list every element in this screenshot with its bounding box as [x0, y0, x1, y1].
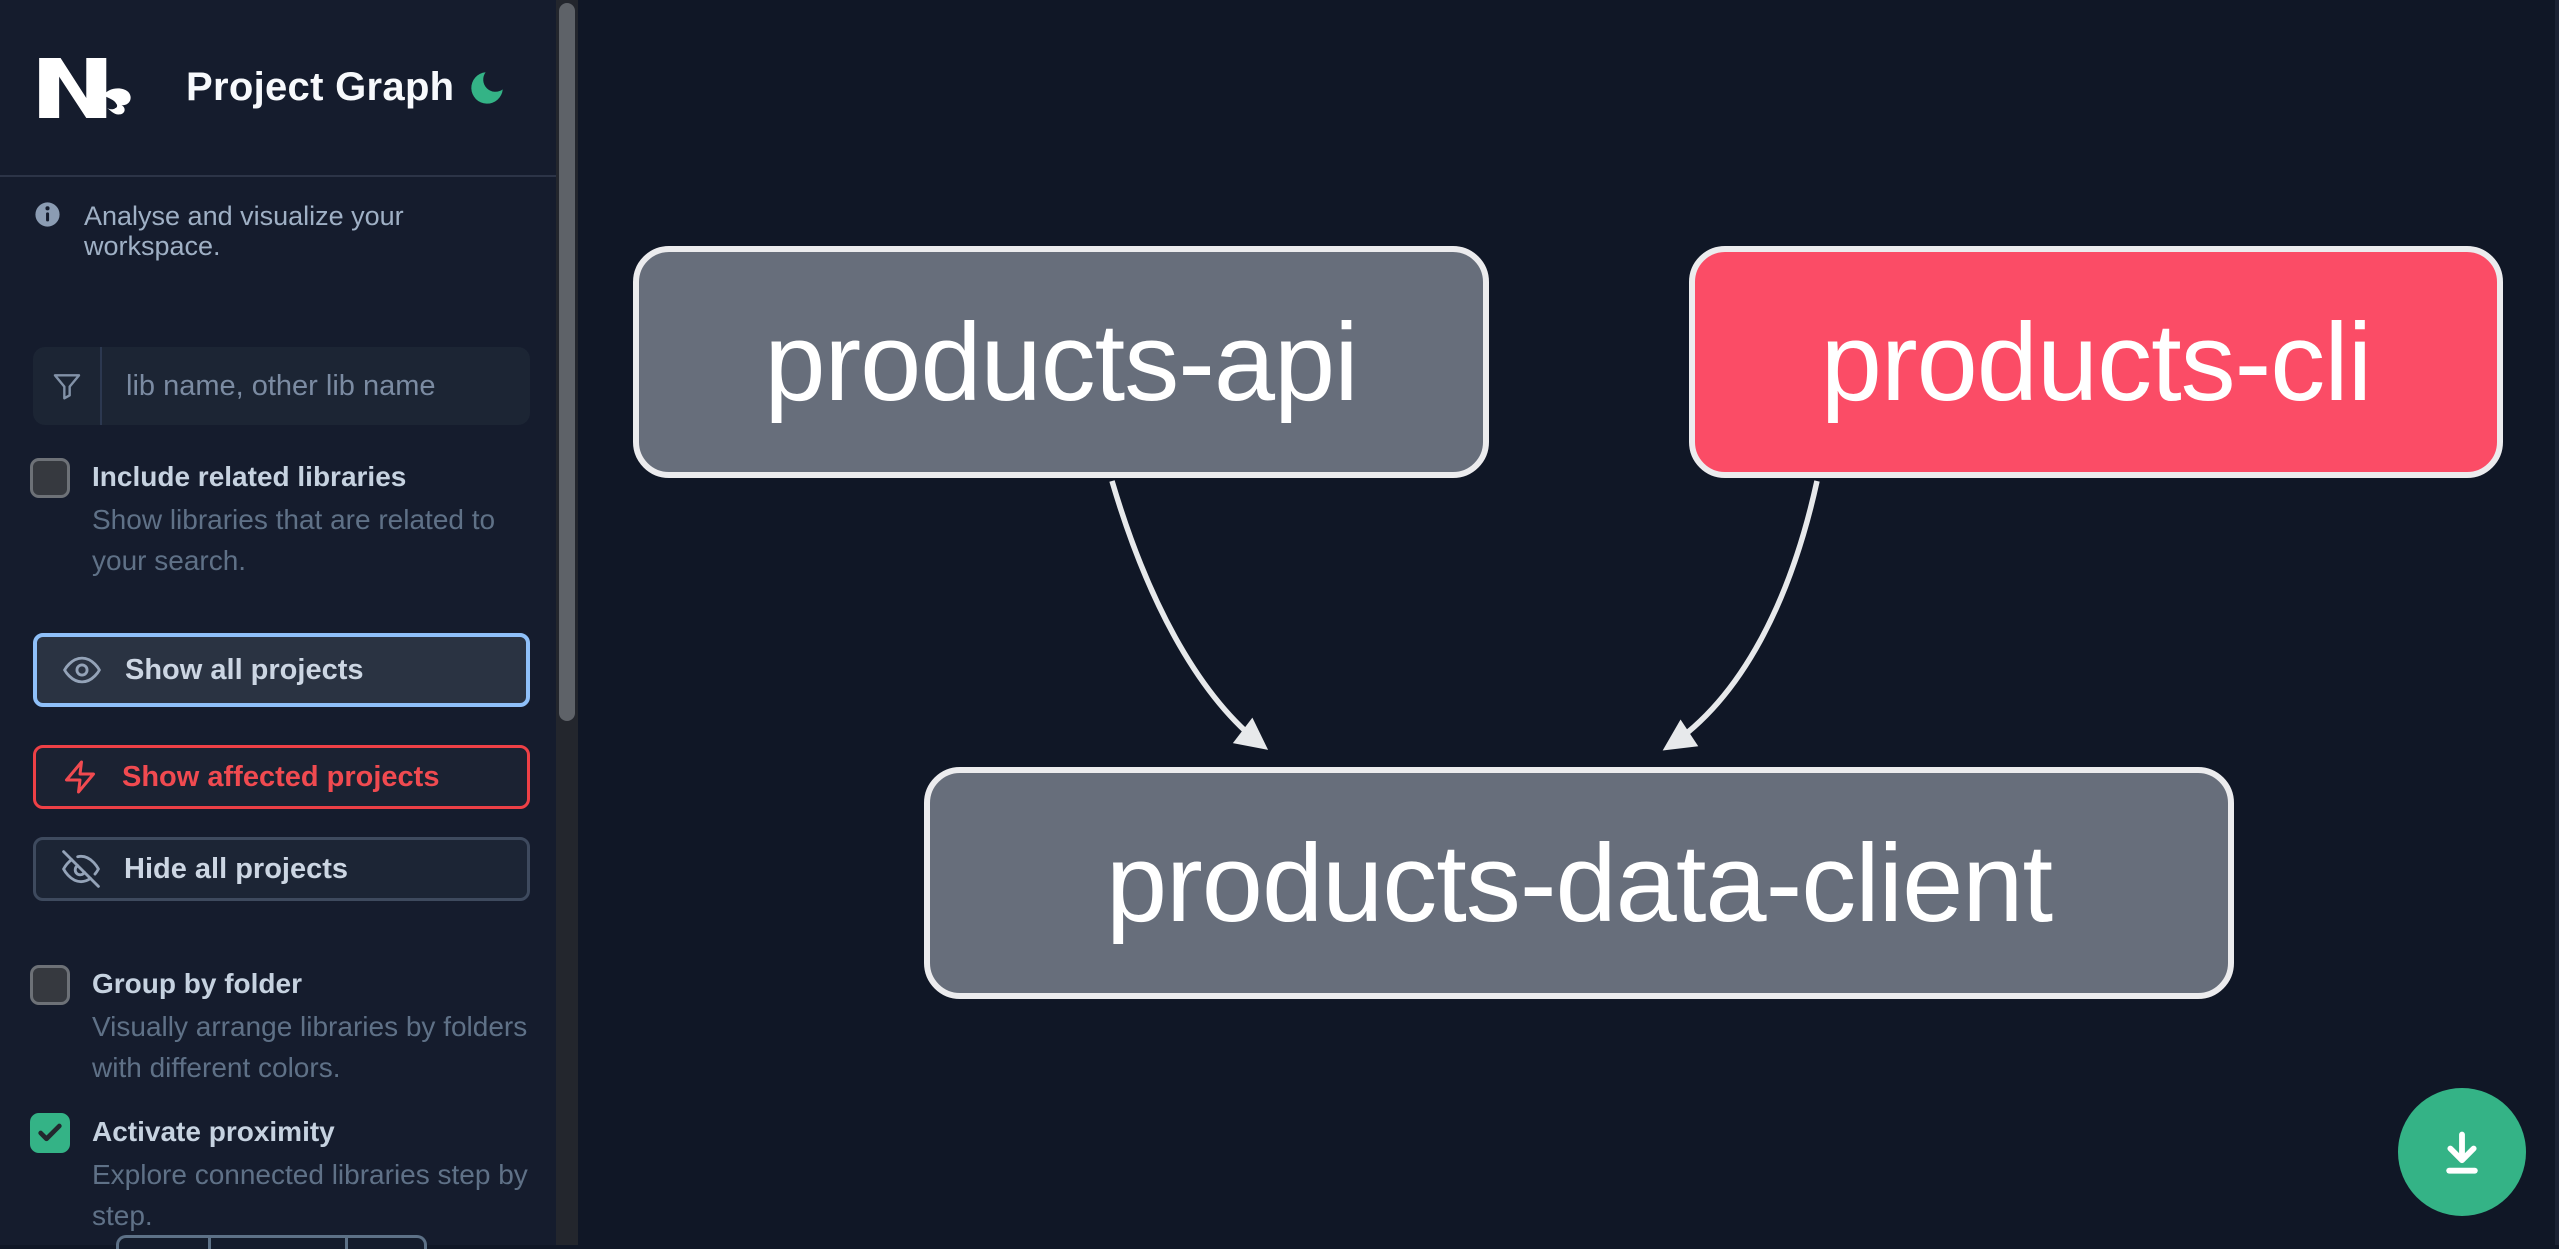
- sidebar-header: Project Graph: [0, 0, 578, 177]
- include-related-description: Show libraries that are related to your …: [92, 504, 496, 576]
- activate-proximity-description: Explore connected libraries step by step…: [92, 1159, 528, 1231]
- download-icon: [2446, 1131, 2478, 1174]
- search-input[interactable]: [102, 347, 530, 425]
- graph-node-products-cli[interactable]: products-cli: [1689, 246, 2503, 478]
- funnel-icon: [53, 374, 80, 400]
- graph-node-label: products-cli: [1820, 300, 2372, 424]
- tagline-row: Analyse and visualize your workspace.: [33, 201, 530, 261]
- search-icon-cell: [33, 347, 102, 425]
- proximity-depth-value: [208, 1235, 348, 1249]
- include-related-row: Include related libraries Show libraries…: [30, 457, 538, 581]
- activate-proximity-label: Activate proximity: [92, 1116, 335, 1147]
- eye-off-icon: [62, 850, 100, 888]
- group-by-folder-row: Group by folder Visually arrange librari…: [30, 964, 538, 1088]
- include-related-checkbox[interactable]: [30, 458, 70, 498]
- graph-node-label: products-api: [764, 300, 1358, 424]
- show-affected-projects-button[interactable]: Show affected projects: [33, 745, 530, 809]
- activate-proximity-row: Activate proximity Explore connected lib…: [30, 1112, 538, 1236]
- search-box: [33, 347, 530, 425]
- group-by-folder-description: Visually arrange libraries by folders wi…: [92, 1011, 528, 1083]
- nx-logo: [39, 57, 131, 118]
- hide-all-projects-label: Hide all projects: [124, 852, 349, 885]
- graph-node-products-api[interactable]: products-api: [633, 246, 1489, 478]
- eye-icon: [63, 656, 101, 684]
- graph-node-label: products-data-client: [1105, 821, 2053, 945]
- proximity-depth-stepper: [116, 1235, 427, 1249]
- download-graph-button[interactable]: [2398, 1088, 2526, 1216]
- bolt-icon: [65, 760, 95, 794]
- page-title: Project Graph: [186, 65, 455, 109]
- show-all-projects-label: Show all projects: [125, 653, 364, 686]
- group-by-folder-label: Group by folder: [92, 968, 302, 999]
- tagline-text: Analyse and visualize your workspace.: [84, 201, 404, 261]
- dependency-edges: [1109, 480, 1820, 751]
- theme-toggle-button[interactable]: [466, 67, 508, 109]
- sidebar: Project Graph Analyse and visualize your…: [0, 0, 578, 1249]
- info-icon: [35, 202, 60, 227]
- sidebar-scrollbar-track[interactable]: [556, 0, 578, 1245]
- graph-node-products-data-client[interactable]: products-data-client: [924, 767, 2234, 999]
- window-right-edge: [2555, 0, 2559, 1245]
- check-icon: [38, 1123, 62, 1142]
- group-by-folder-checkbox[interactable]: [30, 965, 70, 1005]
- edge-products-cli-to-products-data-client: [1662, 480, 1820, 751]
- edge-products-api-to-products-data-client: [1109, 480, 1269, 750]
- show-all-projects-button[interactable]: Show all projects: [33, 633, 530, 707]
- include-related-label: Include related libraries: [92, 461, 407, 492]
- graph-canvas[interactable]: products-api products-cli products-data-cl…: [578, 0, 2559, 1245]
- proximity-increment-button[interactable]: [345, 1235, 427, 1249]
- moon-icon: [471, 71, 503, 104]
- hide-all-projects-button[interactable]: Hide all projects: [33, 837, 530, 901]
- proximity-decrement-button[interactable]: [116, 1235, 211, 1249]
- show-affected-projects-label: Show affected projects: [122, 760, 440, 793]
- sidebar-scrollbar-thumb[interactable]: [559, 3, 575, 721]
- activate-proximity-checkbox[interactable]: [30, 1113, 70, 1153]
